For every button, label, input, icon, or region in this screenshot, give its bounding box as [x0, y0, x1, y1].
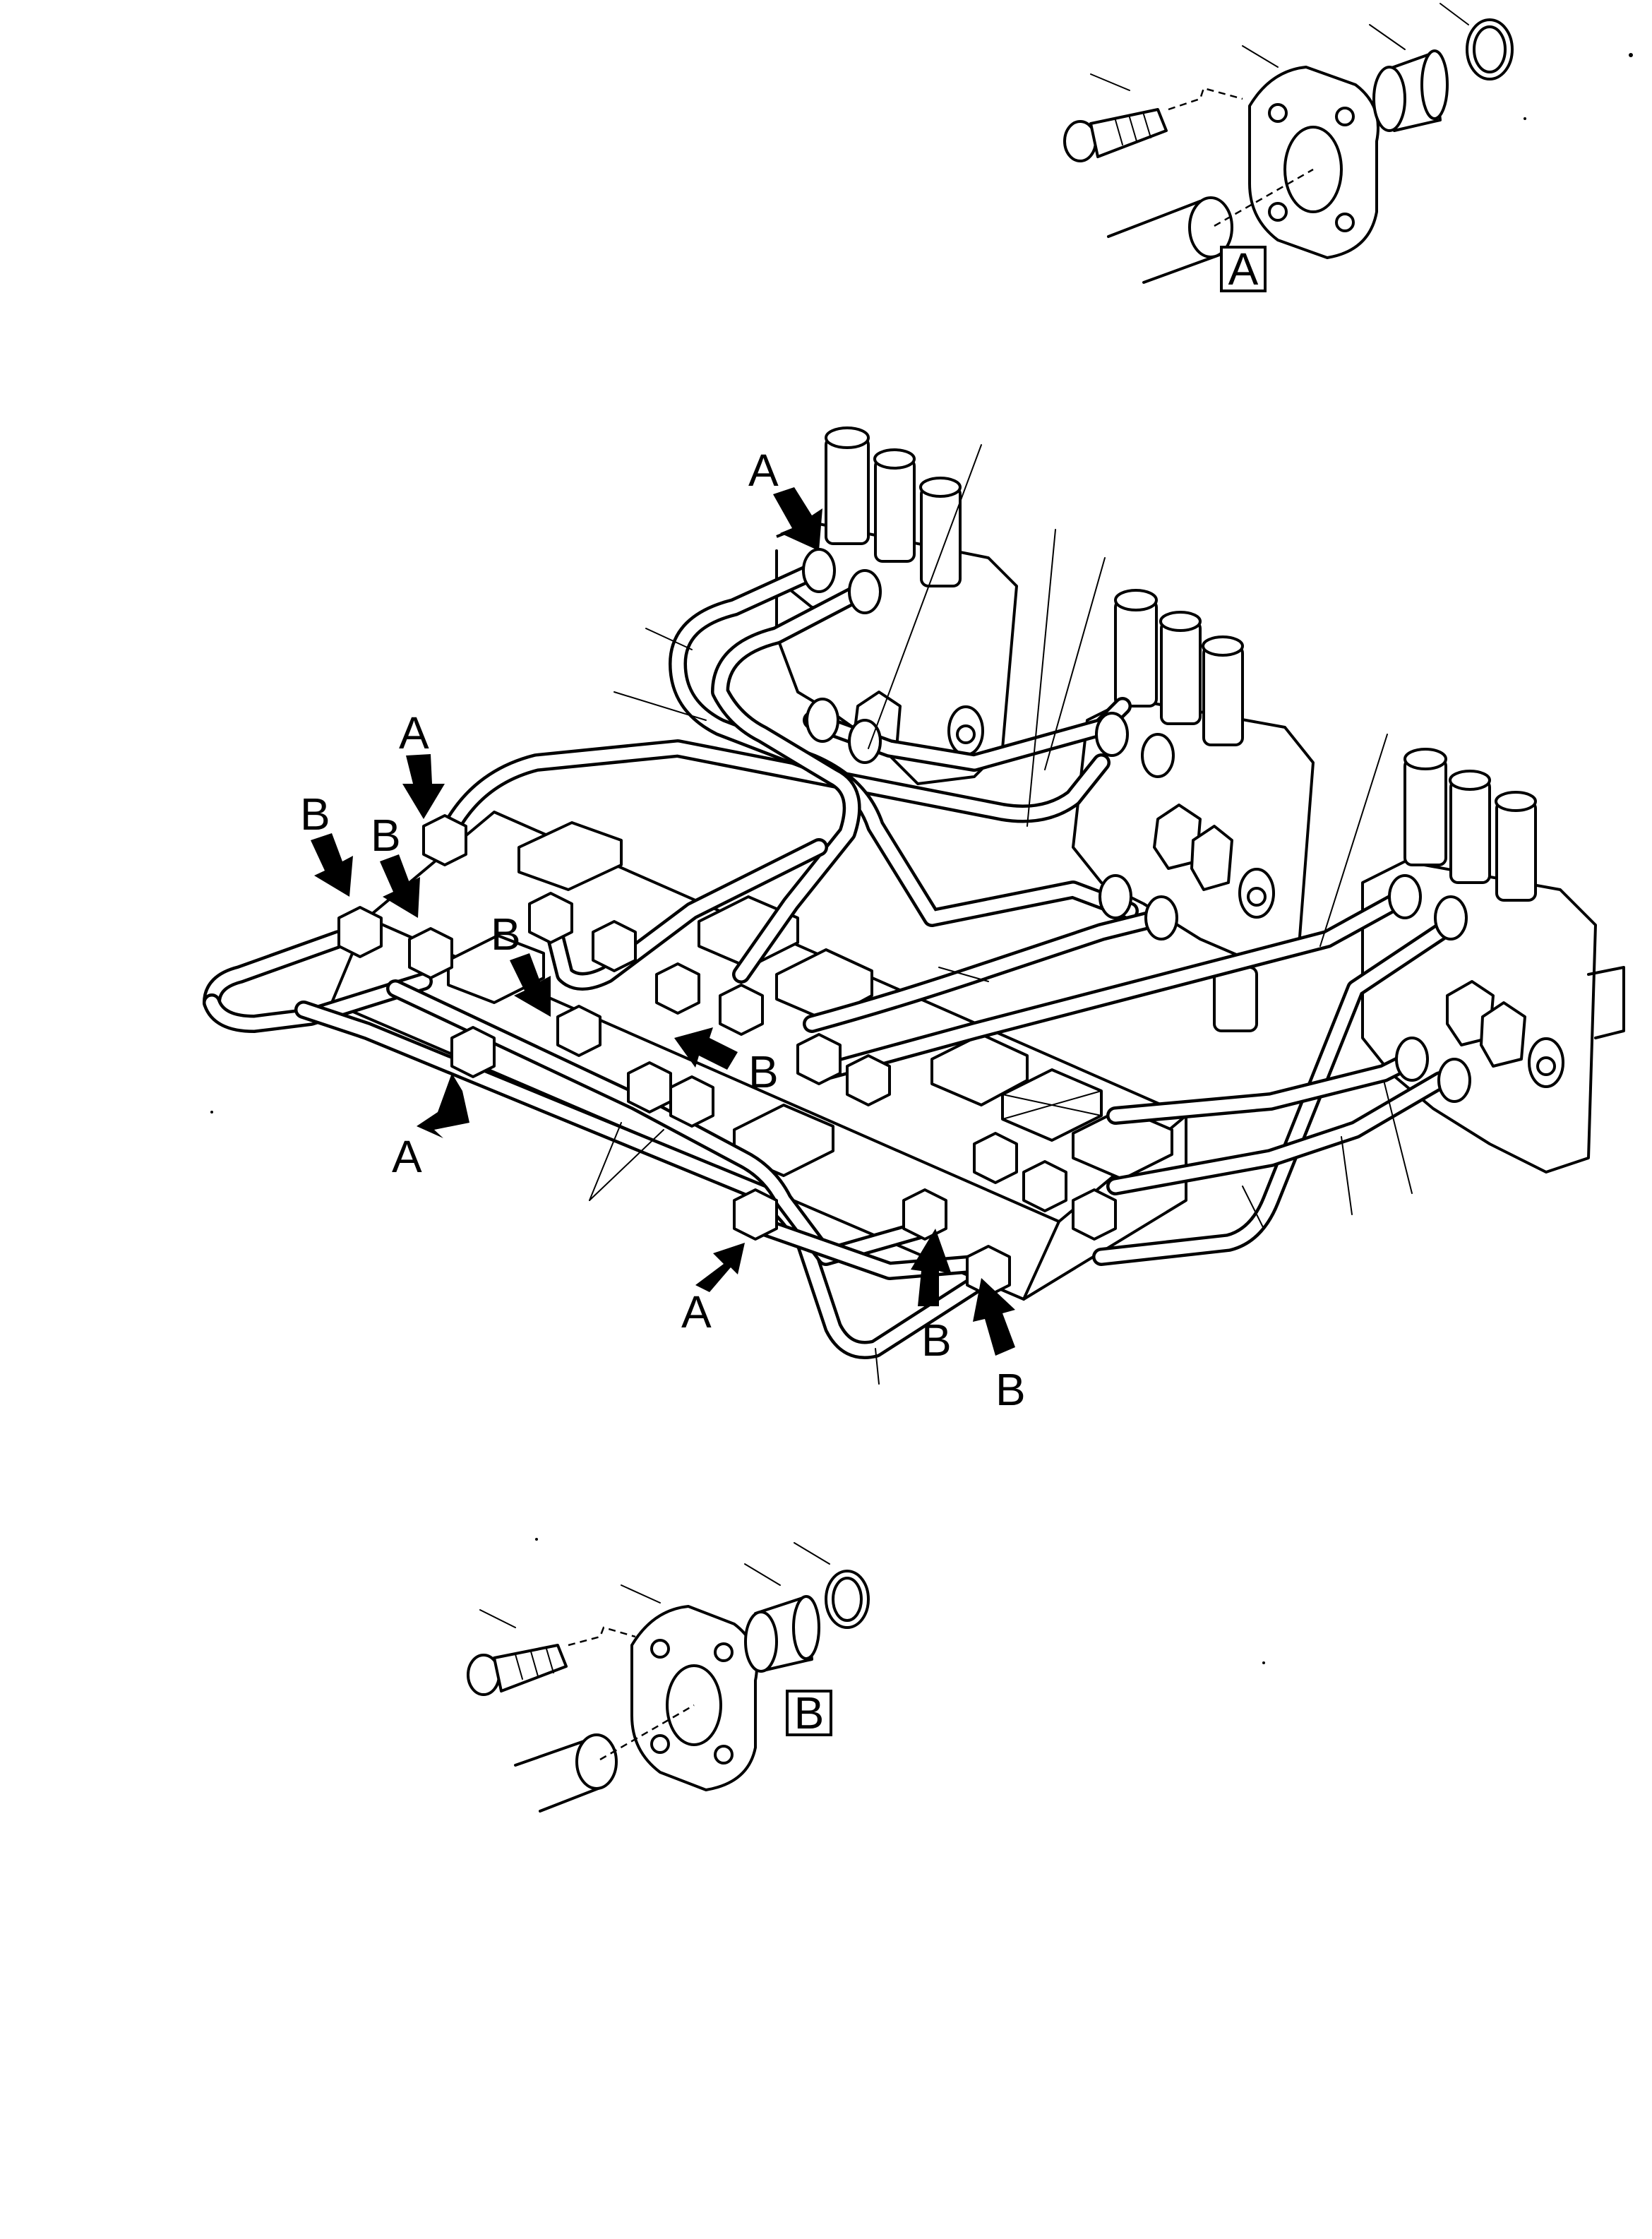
o-ring-b — [825, 1570, 870, 1629]
svg-text:B: B — [300, 789, 330, 840]
detail-a-flange-assembly: A — [1063, 3, 1514, 294]
svg-text:A: A — [1228, 244, 1259, 294]
flange-a — [1248, 66, 1379, 259]
control-valve-2 — [1072, 589, 1315, 1032]
control-valve-1 — [775, 426, 1018, 785]
callout-b-6: B — [973, 1278, 1026, 1415]
callout-a-1: A — [748, 445, 822, 551]
callout-b-4: B — [674, 1027, 779, 1097]
svg-text:A: A — [399, 707, 429, 758]
solenoid-manifold — [330, 811, 1187, 1301]
callout-a-3: A — [392, 1073, 469, 1182]
control-valve-assembly: A A A A B B B B — [203, 426, 1625, 1415]
callout-b-3: B — [491, 909, 551, 1017]
pipe-b — [514, 1733, 618, 1813]
scan-specks — [210, 53, 1633, 1664]
flange-b — [630, 1605, 758, 1791]
svg-text:A: A — [681, 1286, 712, 1337]
svg-text:B: B — [491, 909, 521, 960]
detail-a-label: A — [1220, 244, 1267, 294]
leader-lines — [589, 444, 1413, 1385]
svg-text:A: A — [392, 1131, 422, 1182]
o-ring-a — [1466, 18, 1514, 80]
svg-text:B: B — [371, 810, 401, 861]
bolt-b — [467, 1644, 568, 1696]
callout-b-2: B — [371, 810, 420, 918]
pipe-a — [1107, 196, 1233, 284]
callout-a-4: A — [681, 1243, 745, 1337]
svg-text:B: B — [794, 1688, 825, 1738]
svg-text:B: B — [748, 1046, 779, 1097]
svg-text:B: B — [995, 1364, 1026, 1415]
callout-b-5: B — [911, 1229, 952, 1366]
svg-text:B: B — [921, 1315, 952, 1366]
pipe-flanges — [337, 548, 1471, 1297]
callout-b-1: B — [300, 789, 353, 897]
detail-b-label: B — [786, 1688, 832, 1738]
callout-a-2: A — [399, 707, 445, 819]
bolt-a — [1063, 108, 1168, 162]
detail-b-flange-assembly: B — [467, 1542, 870, 1813]
sleeve-b — [744, 1595, 820, 1673]
svg-text:A: A — [748, 445, 779, 496]
sleeve-a — [1372, 49, 1449, 132]
